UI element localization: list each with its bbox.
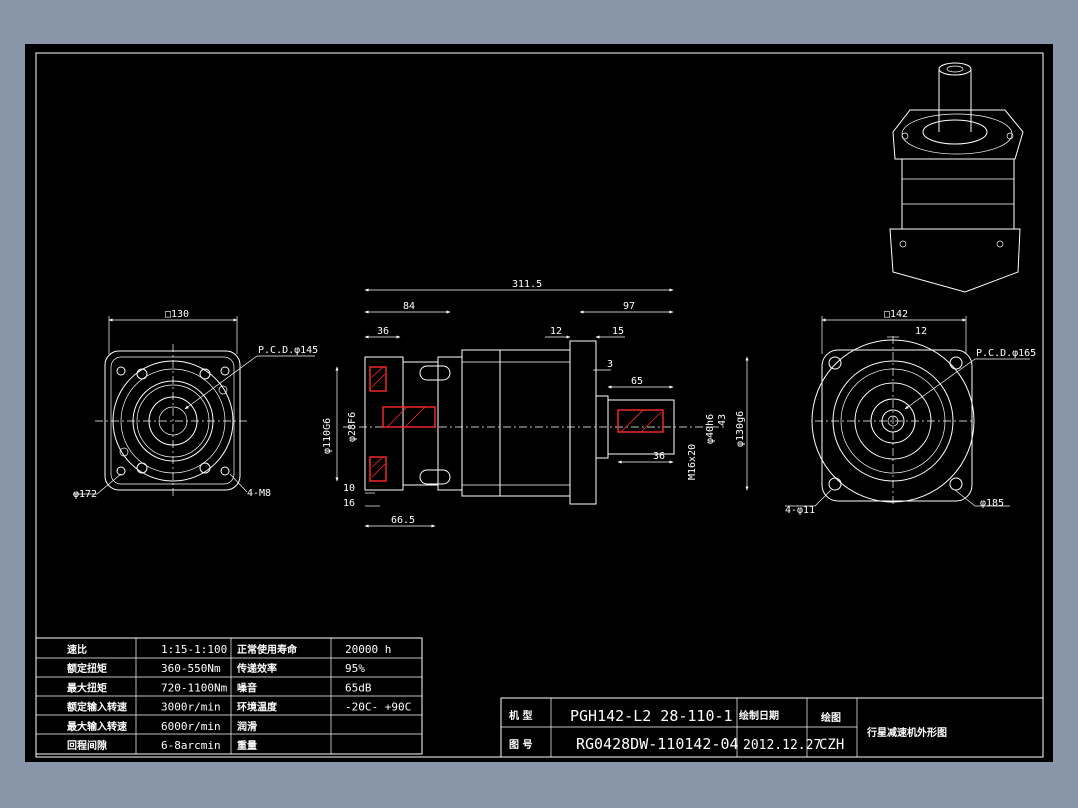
right-holes-dim: 4-φ11 — [785, 505, 815, 516]
dim-97: 97 — [623, 301, 635, 312]
right-12-dim: 12 — [915, 326, 927, 337]
drawing-value: RG0428DW-110142-04 — [576, 735, 739, 753]
spec-label: 回程间隙 — [67, 739, 107, 752]
spec-table: 速比 1:15-1:100 正常使用寿命 20000 h 额定扭矩 360-550Nm 传递… — [35, 637, 423, 755]
date-label: 绘制日期 — [739, 709, 779, 722]
dim-3: 3 — [607, 359, 613, 370]
left-square-dim: □130 — [165, 309, 189, 320]
spec-label: 环境温度 — [237, 701, 278, 714]
spec-label: 最大扭矩 — [67, 681, 107, 694]
dim-36-top: 36 — [377, 326, 389, 337]
dia-130g6: φ130g6 — [735, 411, 746, 447]
dim-84: 84 — [403, 301, 415, 312]
spec-label: 传递效率 — [236, 662, 277, 675]
dia-28f6: φ28F6 — [347, 412, 358, 442]
dim-10: 10 — [343, 483, 355, 494]
dim-66-5: 66.5 — [391, 515, 415, 526]
drawing-title: 行星减速机外形图 — [866, 726, 947, 739]
side-view: 311.5 84 97 36 12 15 3 65 36 10 16 66.5 … — [322, 279, 749, 528]
author-label: 绘图 — [821, 711, 841, 724]
spec-label: 最大输入转速 — [67, 720, 127, 733]
title-block: 机 型 PGH142-L2 28-110-1 图 号 RG0428DW-1101… — [500, 697, 1044, 758]
left-dia-dim: φ172 — [73, 489, 97, 500]
spec-label: 速比 — [67, 643, 87, 656]
cad-drawing: □130 P.C.D.φ145 φ172 4-M8 — [35, 52, 1044, 758]
dim-15: 15 — [612, 326, 624, 337]
dim-36-bottom: 36 — [653, 451, 665, 462]
spec-value: 720-1100Nm — [161, 681, 228, 694]
thread-dim: M16x20 — [687, 444, 698, 480]
spec-value: 6000r/min — [161, 720, 221, 733]
dim-12: 12 — [550, 326, 562, 337]
spec-value: 95% — [345, 662, 365, 675]
spec-value: 1:15-1:100 — [161, 643, 227, 656]
right-dia-dim: φ185 — [980, 498, 1004, 509]
model-value: PGH142-L2 28-110-1 — [570, 707, 733, 725]
dim-43: 43 — [717, 414, 728, 426]
left-flange-square — [104, 350, 241, 491]
spec-label: 额定输入转速 — [67, 701, 127, 714]
drawing-viewport[interactable]: □130 P.C.D.φ145 φ172 4-M8 — [25, 44, 1053, 762]
spec-value: 6-8arcmin — [161, 739, 221, 752]
dia-40h6: φ40h6 — [705, 414, 716, 444]
spec-value: -20C- +90C — [345, 701, 411, 714]
model-label: 机 型 — [509, 709, 532, 722]
spec-label: 重量 — [237, 739, 257, 752]
drawing-label: 图 号 — [509, 739, 532, 751]
left-view: □130 P.C.D.φ145 φ172 4-M8 — [73, 309, 318, 500]
spec-value: 360-550Nm — [161, 662, 221, 675]
right-view: □142 12 P.C.D.φ165 4-φ11 φ185 — [785, 309, 1036, 516]
dia-110g6: φ110G6 — [322, 418, 333, 454]
spec-value: 3000r/min — [161, 701, 221, 714]
isometric-view — [889, 62, 1024, 293]
dim-16: 16 — [343, 498, 355, 509]
author-value: CZH — [819, 737, 844, 753]
right-flange-square — [821, 349, 973, 502]
overall-length-dim: 311.5 — [512, 279, 542, 290]
left-pcd-dim: P.C.D.φ145 — [258, 345, 318, 356]
spec-label: 润滑 — [237, 720, 257, 733]
left-holes-dim: 4-M8 — [247, 488, 271, 499]
right-square-dim: □142 — [884, 309, 908, 320]
right-pcd-dim: P.C.D.φ165 — [976, 348, 1036, 359]
spec-value: 20000 h — [345, 643, 391, 656]
dim-65: 65 — [631, 376, 643, 387]
spec-label: 正常使用寿命 — [237, 643, 298, 656]
date-value: 2012.12.27 — [743, 738, 821, 753]
spec-label: 额定扭矩 — [67, 662, 107, 675]
spec-value: 65dB — [345, 681, 372, 694]
spec-label: 噪音 — [237, 681, 257, 694]
